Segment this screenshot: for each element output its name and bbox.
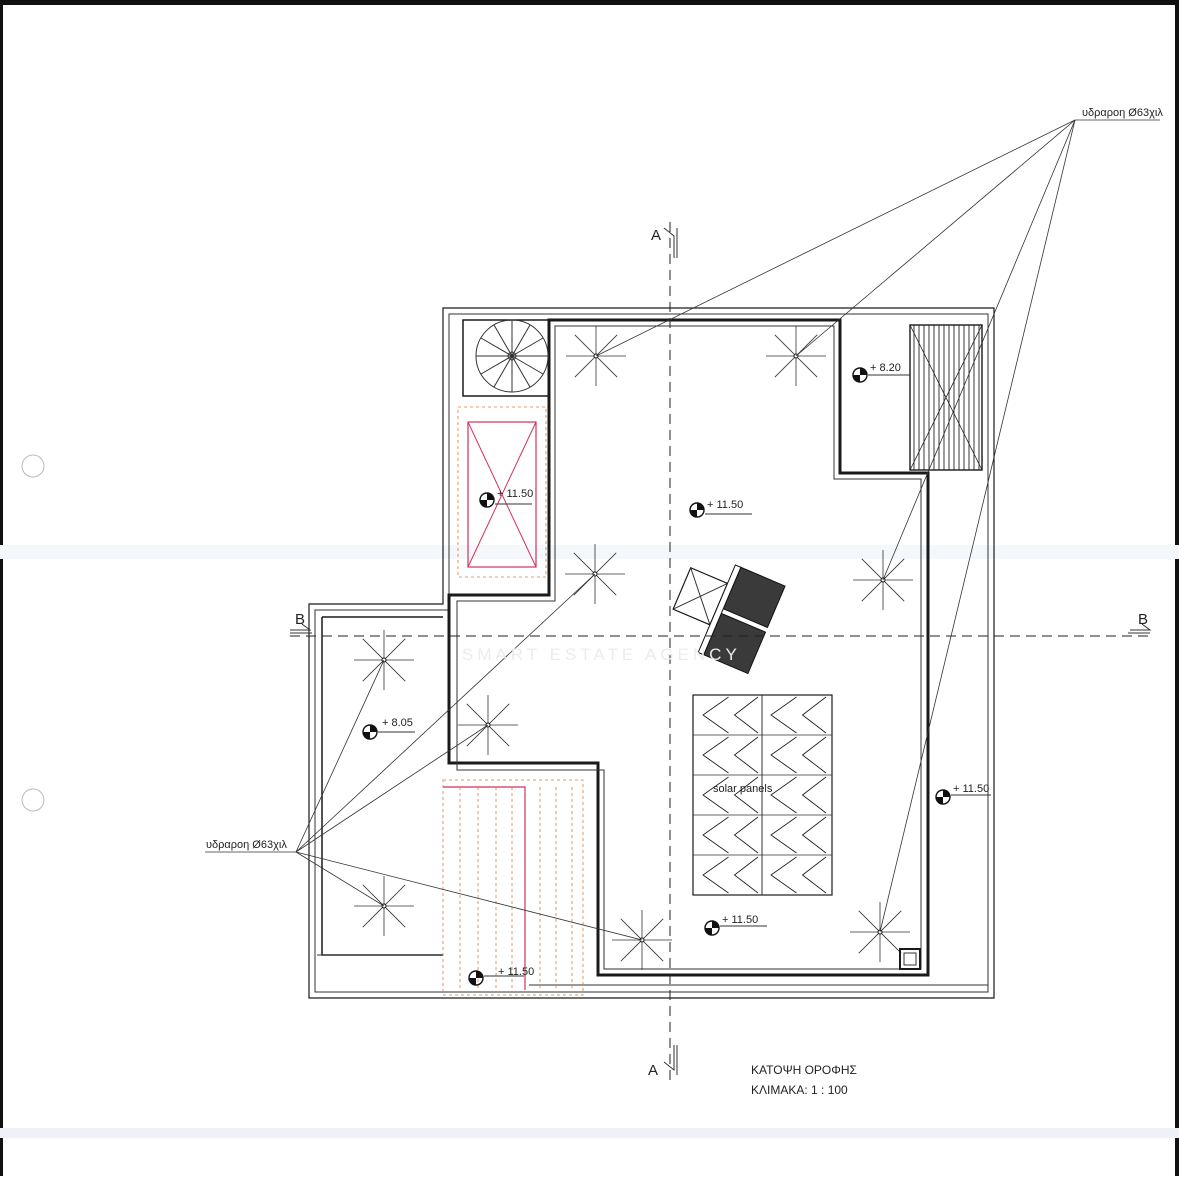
section-arrow-icon: A	[651, 227, 678, 258]
drain-leaders-top	[595, 119, 1160, 933]
section-label-a-bottom: A	[648, 1062, 658, 1079]
punch-hole-icon	[21, 788, 45, 812]
solar-panel-icon	[702, 696, 759, 734]
main-roof-wall-inner	[456, 325, 922, 970]
level-stair-void: + 11.50	[497, 488, 533, 500]
solar-panel-icon	[702, 736, 759, 774]
level-marker-icon: + 11.50	[935, 783, 991, 805]
solar-panel-icon	[770, 696, 827, 734]
roof-drain-box-inner	[903, 952, 917, 966]
solar-panel-icon	[770, 816, 827, 854]
level-center: + 11.50	[707, 499, 743, 511]
drain-label-top: υδραροη Ø63χιλ	[1082, 107, 1163, 119]
watermark: SMART ESTATE AGENCY	[462, 645, 741, 664]
scan-border-top	[0, 0, 1179, 5]
scan-border-right	[1175, 0, 1179, 1176]
level-left-terrace: + 8.05	[382, 717, 413, 729]
scan-band-bottom	[0, 1128, 1179, 1138]
solar-heater-icon	[672, 564, 786, 675]
scan-band-mid	[0, 545, 1179, 559]
level-right-edge: + 11.50	[953, 783, 989, 795]
main-roof-wall	[447, 318, 930, 977]
drain-label-left: υδραροη Ø63χιλ	[206, 839, 287, 851]
outer-outline	[308, 307, 995, 999]
level-marker-icon: + 8.05	[362, 717, 415, 740]
level-marker-icon: + 8.20	[852, 362, 910, 383]
level-marker-icon: + 11.50	[704, 914, 767, 936]
level-bottom-strip: + 11.50	[498, 966, 534, 978]
level-lower-center: + 11.50	[722, 914, 758, 926]
section-label-a-top: A	[651, 227, 661, 244]
spiral-stair-icon	[462, 319, 550, 397]
solar-panel-icon	[770, 776, 827, 814]
solar-panel-icon	[770, 736, 827, 774]
drain-leaders-left	[205, 573, 643, 941]
level-marker-icon: + 11.50	[468, 966, 534, 986]
solar-panel-array	[692, 694, 833, 896]
level-marker-icon: + 11.50	[479, 488, 533, 508]
solar-panel-icon	[770, 856, 827, 894]
stair-void	[457, 406, 547, 578]
section-arrow-icon: B	[290, 611, 312, 634]
section-label-b-right: B	[1138, 611, 1148, 628]
bottom-balcony	[442, 779, 584, 996]
upper-right-stair	[909, 324, 983, 471]
scan-border-left	[0, 0, 3, 1176]
solar-panel-icon	[702, 776, 759, 814]
level-upper-right: + 8.20	[870, 362, 901, 374]
drawing-title: ΚΑΤΟΨΗ ΟΡΟΦΗΣ	[751, 1063, 857, 1077]
drawing-scale: ΚΛΙΜΑΚΑ: 1 : 100	[751, 1083, 848, 1097]
level-marker-icon: + 11.50	[689, 499, 752, 518]
section-arrow-icon: B	[1128, 611, 1152, 634]
solar-panel-icon	[702, 816, 759, 854]
roof-drain-box	[899, 948, 921, 970]
solar-panels-label: solar panels	[713, 783, 773, 795]
solar-panel-icon	[702, 856, 759, 894]
punch-hole-icon	[21, 454, 45, 478]
section-arrow-icon: A	[648, 1045, 678, 1079]
section-label-b-left: B	[295, 611, 305, 628]
level-markers: + 11.50 + 11.50 + 8.20 + 8.05 + 11.50 + …	[362, 362, 991, 986]
